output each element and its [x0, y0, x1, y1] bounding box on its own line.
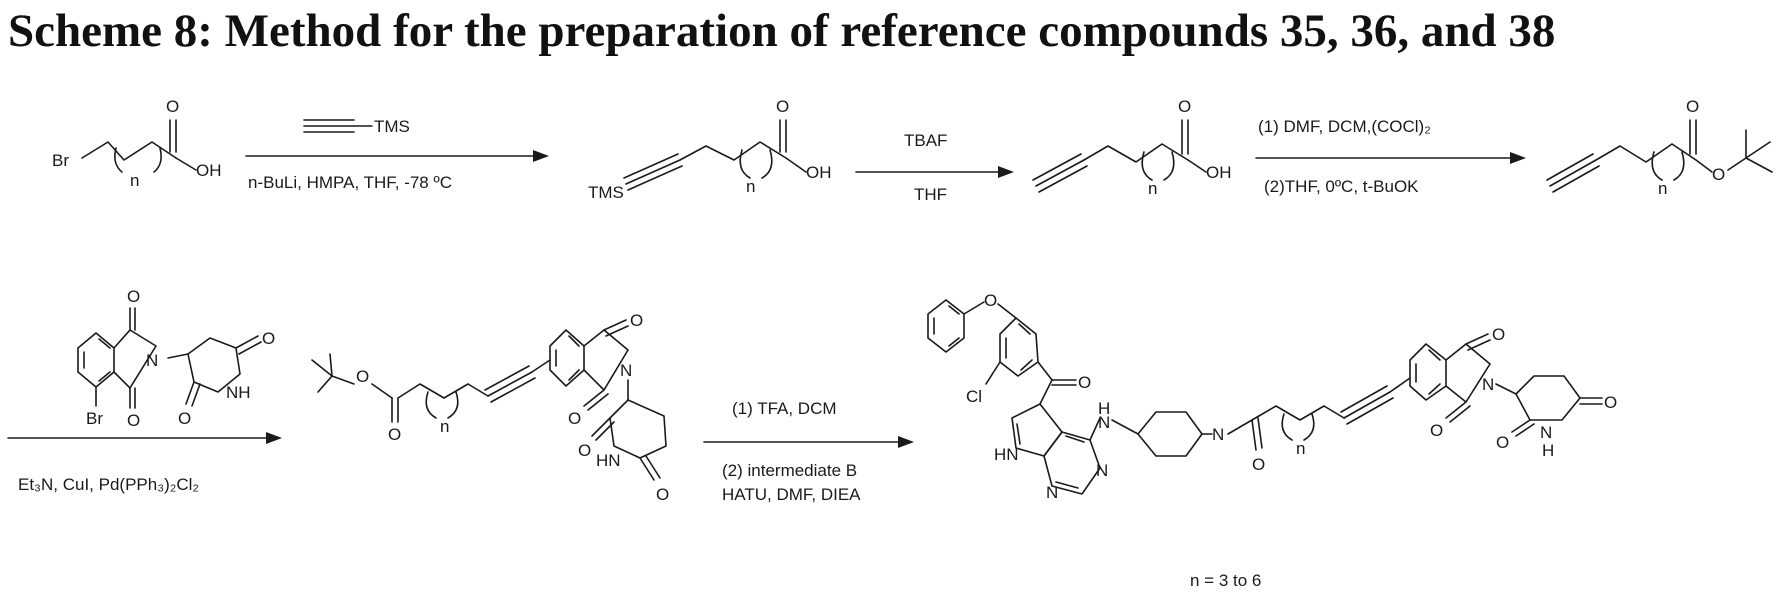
atom-label: O [1604, 393, 1617, 412]
atom-label: n [1658, 179, 1667, 198]
atom-label: O [1430, 421, 1443, 440]
atom-label: O [262, 329, 275, 348]
atom-label: O [984, 291, 997, 310]
atom-label: O [1078, 373, 1091, 392]
reaction-arrow-5: (1) TFA, DCM (2) intermediate B HATU, DM… [704, 399, 914, 504]
atom-label: n [130, 171, 139, 190]
atom-label: O [127, 411, 140, 430]
reaction-arrow-4: Et₃N, CuI, Pd(PPh₃)₂Cl₂ [8, 432, 282, 494]
atom-label: O [776, 97, 789, 116]
atom-label: O [578, 441, 591, 460]
atom-label: OH [806, 163, 832, 182]
atom-label: n [1148, 179, 1157, 198]
atom-label: O [356, 367, 369, 386]
reagent-label: HATU, DMF, DIEA [722, 485, 861, 504]
reagent-label: (1) TFA, DCM [732, 399, 837, 418]
reagent-label: TBAF [904, 131, 947, 150]
atom-label: O [127, 287, 140, 306]
atom-label: N [620, 361, 632, 380]
tms-alkyne-acid-structure: TMS n O OH [588, 97, 832, 202]
atom-label: O [1492, 325, 1505, 344]
ester-thalidomide-conjugate-structure: O O n O O N [312, 311, 669, 504]
atom-label: O [1686, 97, 1699, 116]
atom-label: HN [596, 451, 621, 470]
reaction-arrow-1: TMS n-BuLi, HMPA, THF, -78 ºC [246, 117, 549, 192]
atom-label: OH [1206, 163, 1232, 182]
tert-butyl-ester-structure: n O O [1547, 97, 1772, 198]
atom-label: O [1496, 433, 1509, 452]
atom-label: O [656, 485, 669, 504]
atom-label: Br [86, 409, 103, 428]
atom-label: N [1540, 423, 1552, 442]
atom-label: n [1296, 439, 1305, 458]
atom-label: n [746, 177, 755, 196]
atom-label: O [388, 425, 401, 444]
atom-label: O [1712, 165, 1725, 184]
atom-label: N [1098, 413, 1110, 432]
atom-label: H [1542, 441, 1554, 460]
reagent-label: Et₃N, CuI, Pd(PPh₃)₂Cl₂ [18, 475, 199, 494]
atom-label: O [1178, 97, 1191, 116]
atom-label: Br [52, 151, 69, 170]
atom-label: N [1046, 483, 1058, 502]
bromo-acid-structure: Br n O OH [52, 97, 222, 190]
atom-label: O [166, 97, 179, 116]
atom-label: Cl [966, 387, 982, 406]
atom-label: HN [994, 445, 1019, 464]
atom-label: O [568, 409, 581, 428]
reagent-label: (1) DMF, DCM,(COCl)₂ [1258, 117, 1431, 136]
reagent-label: TMS [374, 117, 410, 136]
reagent-label: n-BuLi, HMPA, THF, -78 ºC [248, 173, 452, 192]
atom-label: n [440, 417, 449, 436]
reaction-arrow-2: TBAF THF [856, 131, 1014, 204]
atom-label: N [1212, 425, 1224, 444]
reagent-label: THF [914, 185, 947, 204]
atom-label: NH [226, 383, 251, 402]
final-product-structure: O Cl O HN N N H N [928, 291, 1617, 502]
atom-label: O [1252, 455, 1265, 474]
atom-label: OH [196, 161, 222, 180]
atom-label: TMS [588, 183, 624, 202]
reagent-label: (2)THF, 0ºC, t-BuOK [1264, 177, 1419, 196]
atom-label: N [1482, 375, 1494, 394]
n-range-note: n = 3 to 6 [1190, 571, 1261, 590]
reaction-arrow-3: (1) DMF, DCM,(COCl)₂ (2)THF, 0ºC, t-BuOK [1256, 117, 1526, 196]
atom-label: N [1096, 461, 1108, 480]
bromothalidomide-reagent: O O N O NH O Br [78, 287, 275, 430]
atom-label: O [178, 409, 191, 428]
atom-label: O [630, 311, 643, 330]
terminal-alkyne-acid-structure: n O OH [1033, 97, 1232, 198]
reagent-label: (2) intermediate B [722, 461, 857, 480]
atom-label: N [146, 351, 158, 370]
